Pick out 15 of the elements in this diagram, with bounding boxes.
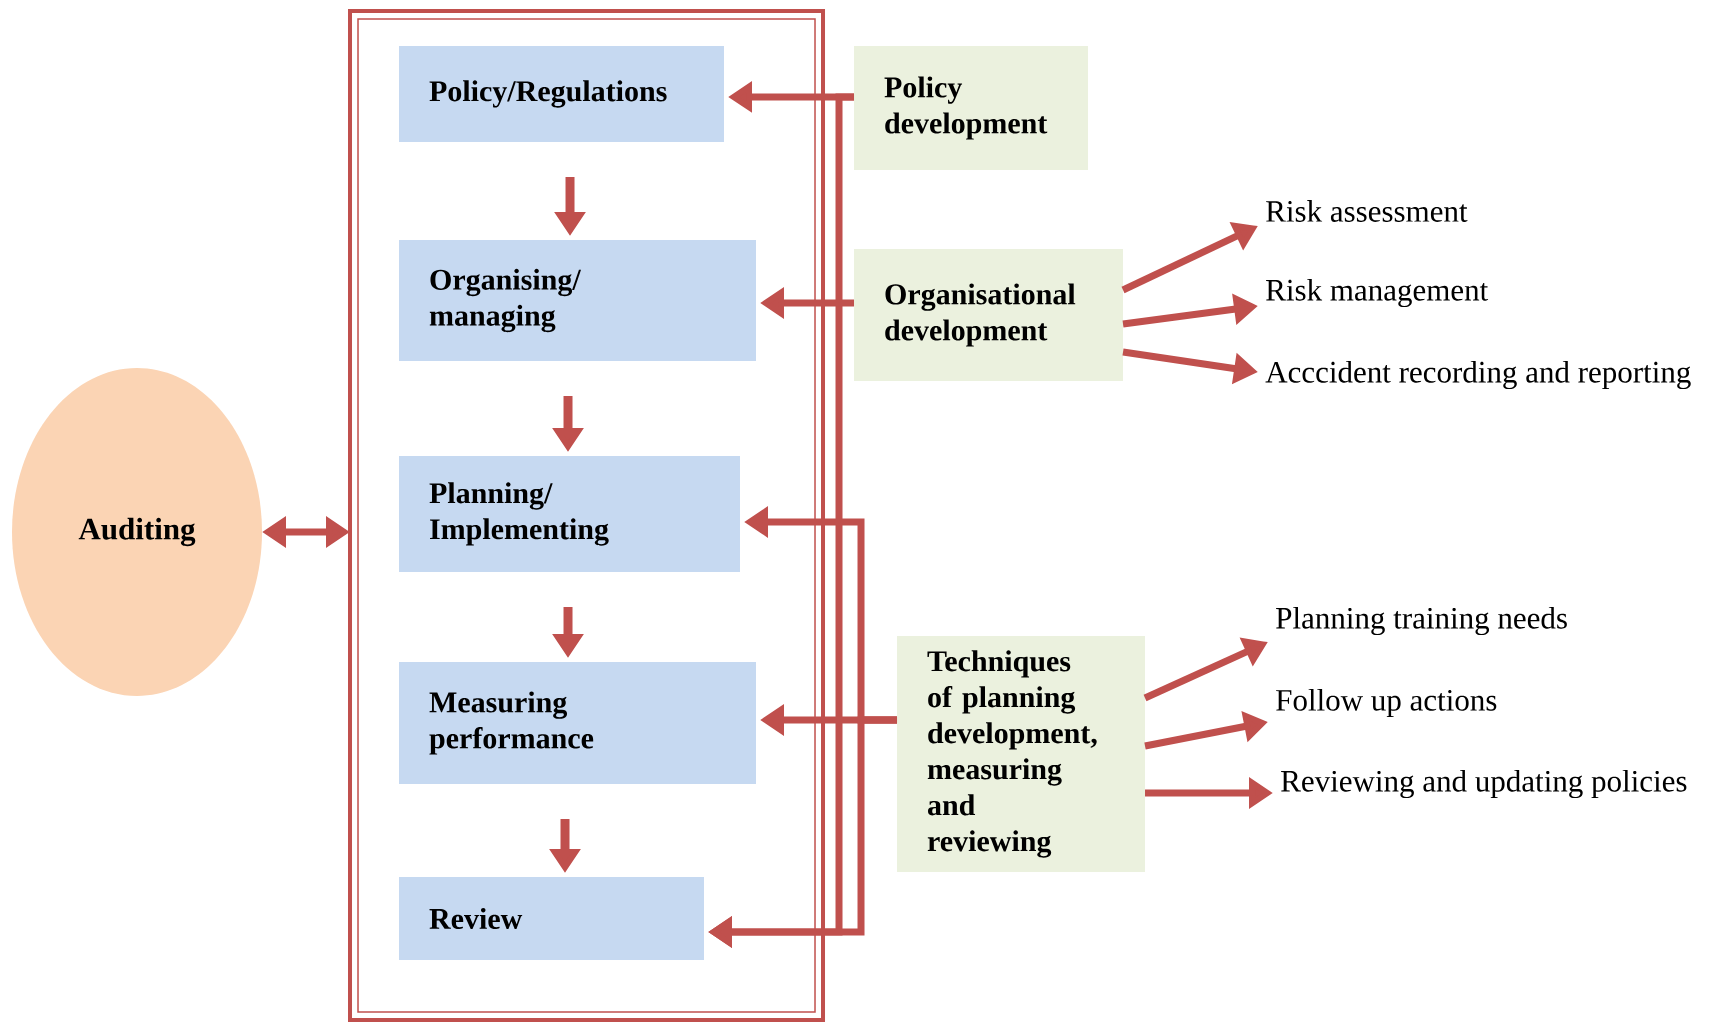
process-box: Planning/ Implementing [399,456,740,572]
activity-box: Policy development [854,46,1088,170]
system-frame [348,9,825,1022]
outcome-text: Planning training needs [1276,606,1567,636]
process-box: Review [399,877,704,960]
activity-box: Techniques of planning development, measuring and reviewing [897,636,1145,872]
outcome-text: Follow up actions [1276,688,1497,718]
outcome-text: Risk management [1266,278,1489,308]
process-box: Measuring performance [399,662,756,784]
process-box: Organising/ managing [399,240,756,361]
outcome-text: Reviewing and updating policies [1281,769,1687,799]
process-box: Policy/Regulations [399,46,724,142]
outcome-text: Risk assessment [1266,200,1468,222]
activity-box: Organisational development [854,249,1123,381]
outcome-text: Acccident recording and reporting [1265,360,1691,390]
